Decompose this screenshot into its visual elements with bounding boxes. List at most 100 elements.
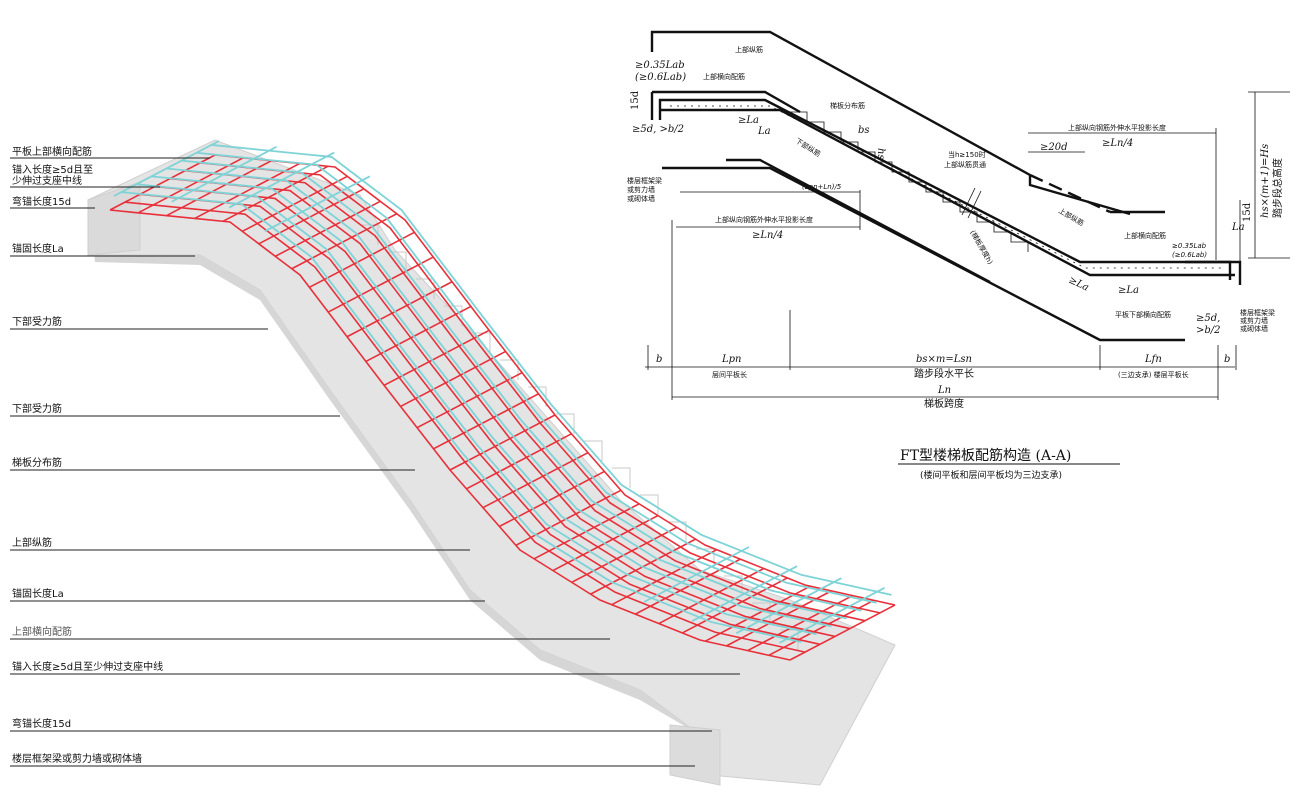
rebar-transverse — [466, 433, 572, 490]
sec-height-label-2: 踏步段总高度 — [1271, 158, 1284, 218]
label-support-beam: 楼层框架梁或剪力墙或砌体墙 — [12, 752, 142, 765]
dim-lfn: Lfn — [1144, 354, 1162, 365]
step-edge — [388, 251, 407, 272]
rebar-top-transverse-cyan — [264, 175, 371, 233]
rebar-top-transverse-cyan — [779, 587, 886, 644]
sec-support-right-2: 或剪力墙 — [1240, 316, 1268, 325]
sec-la-ge-r1: ≥La — [1067, 275, 1091, 294]
rebar-transverse — [449, 414, 556, 471]
sec-top-transverse: 上部横向配筋 — [703, 72, 745, 81]
rebar-transverse — [681, 577, 788, 634]
label-anchor-length-full: 锚入长度≥5d且至少伸过支座中线 — [12, 660, 163, 673]
inner-landing-left — [726, 158, 991, 284]
rebar-transverse — [611, 548, 718, 606]
dim-bs-m: bs×m=Lsn — [916, 354, 972, 365]
rebar-transverse — [515, 489, 622, 547]
label-bend-anchor-15d: 弯锚长度15d — [12, 195, 71, 208]
sec-bottom-longitudinal: 下部纵筋 — [794, 136, 823, 158]
sec-hs: hs — [875, 148, 886, 160]
label-bottom-bar-2: 下部受力筋 — [12, 402, 62, 415]
concrete-side-face — [88, 200, 710, 775]
section-a-a: 上部纵筋 上部横向配筋 ≥0.35Lab (≥0.6Lab) 15d ≥5d, … — [627, 30, 1290, 410]
rebar-top-cyan — [136, 183, 817, 636]
break-mark-1 — [961, 187, 976, 216]
label-anchorage-la: 锚固长度La — [12, 242, 64, 255]
sec-h150-1: 当h≥150时 — [948, 150, 986, 159]
label-top-transverse: 上部横向配筋 — [12, 625, 72, 638]
sec-15d-r: 15d — [1242, 202, 1253, 222]
label-flat-top-transverse: 平板上部横向配筋 — [12, 145, 92, 158]
label-bend-anchor-15d-2: 弯锚长度15d — [12, 717, 71, 730]
sec-la: ≥La — [738, 115, 759, 126]
rebar-top-transverse-cyan — [171, 145, 278, 203]
left-labels: 平板上部横向配筋 锚入长度≥5d且至 少伸过支座中线 弯锚长度15d 锚固长度L… — [10, 145, 740, 767]
sec-anchor-035-r: ≥0.35Lab — [1172, 242, 1207, 250]
rebar-transverse — [258, 188, 365, 245]
rebar-top-transverse-cyan — [643, 546, 750, 603]
rebar-top-cyan — [121, 191, 802, 643]
rebar-top-cyan — [181, 159, 862, 612]
break-mark-2 — [967, 190, 982, 219]
rebar-transverse — [241, 175, 348, 233]
caption: FT型楼梯板配筋构造 (A-A) (楼间平板和层间平板均为三边支承) — [898, 447, 1120, 481]
rebar-transverse — [499, 470, 605, 528]
sec-la-2: La — [757, 126, 771, 137]
label-anchorage-la-2: 锚固长度La — [12, 587, 64, 600]
rebar-transverse — [137, 157, 244, 214]
step-edge — [500, 359, 519, 380]
sec-la-ge-r2: ≥La — [1118, 285, 1139, 296]
sec-proj-left-1: 上部纵向钢筋外伸水平投影长度 — [715, 215, 813, 224]
lower-right-landing — [1028, 175, 1131, 216]
sec-lpn-ln5: (Lpn+Ln)/5 — [802, 183, 842, 191]
sec-support-right-3: 或砌体墙 — [1240, 324, 1268, 333]
rebar-top-transverse-cyan — [735, 577, 842, 634]
sec-b2-r: >b/2 — [1196, 325, 1221, 336]
label-anchor-length-b: 少伸过支座中线 — [12, 174, 82, 187]
sec-support-left-3: 或砌体墙 — [627, 194, 655, 203]
right-end — [1185, 260, 1242, 285]
sec-height-label: hs×(m+1)=Hs — [1260, 144, 1271, 218]
rebar-transverse — [109, 154, 216, 211]
sec-5d-r: ≥5d, — [1196, 313, 1220, 324]
caption-title: FT型楼梯板配筋构造 (A-A) — [900, 447, 1071, 464]
sec-bs: bs — [858, 125, 870, 136]
step-edge — [472, 332, 491, 353]
sec-support-right-1: 楼层框架梁 — [1240, 308, 1275, 317]
sec-anchor-035: ≥0.35Lab — [635, 60, 685, 71]
step-edge — [612, 467, 631, 488]
rebar-transverse — [789, 604, 896, 661]
rebar-transverse — [634, 558, 741, 615]
top-longitudinal-bar — [658, 98, 1232, 280]
dim-span: 梯板跨度 — [924, 397, 964, 410]
upper-landing-left — [652, 90, 801, 114]
rebar-transverse — [291, 213, 398, 270]
sec-anchor-06: (≥0.6Lab) — [635, 72, 686, 83]
sec-distribution: 梯板分布筋 — [830, 101, 865, 110]
landing-support-bottom — [669, 724, 721, 786]
label-bottom-bar-1: 下部受力筋 — [12, 315, 62, 328]
sec-proj-right-2: ≥Ln/4 — [1102, 138, 1133, 149]
dim-lpn: Lpn — [721, 354, 741, 365]
sec-proj-left-2: ≥Ln/4 — [752, 230, 783, 241]
sec-support-left-2: 或剪力墙 — [627, 185, 655, 194]
caption-subtitle: (楼间平板和层间平板均为三边支承) — [920, 469, 1062, 481]
dim-b-right: b — [1224, 354, 1230, 365]
step-edge — [584, 440, 603, 461]
label-distribution-bar: 梯板分布筋 — [12, 456, 62, 469]
rebar-top-cyan — [151, 175, 832, 628]
dim-steps: 踏步段水平长 — [914, 367, 974, 380]
sec-la-r: La — [1231, 222, 1245, 233]
rebar-top-cyan — [166, 167, 847, 620]
sec-top-trans-right: 上部横向配筋 — [1124, 231, 1166, 240]
rebar-top-cyan — [211, 144, 892, 596]
sec-proj-right-1: 上部纵向钢筋外伸水平投影长度 — [1068, 123, 1166, 132]
rebar-transverse — [482, 451, 589, 509]
step-edge — [724, 575, 743, 596]
sec-anchor-06-r: (≥0.6Lab) — [1172, 251, 1207, 259]
bottom-longitudinal-bar — [660, 108, 1235, 277]
sec-top-longitudinal: 上部纵筋 — [735, 45, 763, 54]
label-anchor-length-a: 锚入长度≥5d且至 — [12, 163, 93, 176]
stair-3d-render — [87, 139, 896, 786]
sec-5d-b2: ≥5d, >b/2 — [632, 124, 684, 135]
